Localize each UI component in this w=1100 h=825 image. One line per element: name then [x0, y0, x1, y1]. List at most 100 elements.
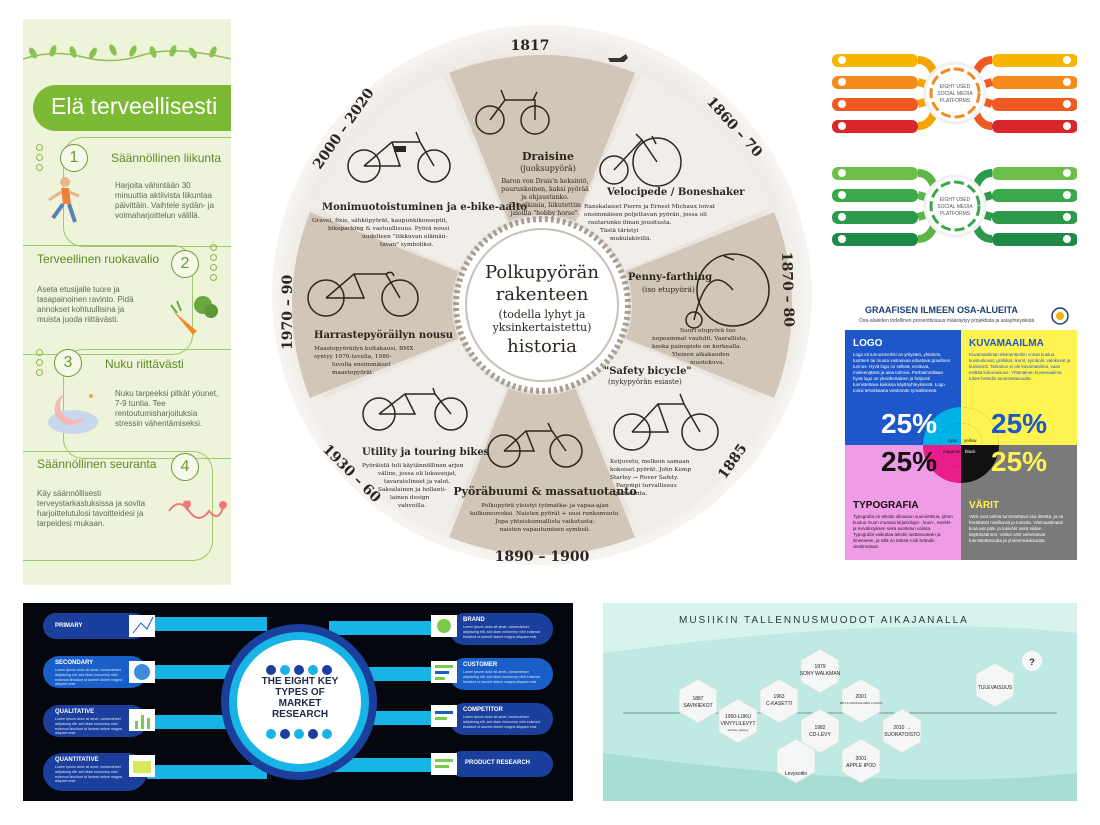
- question-mark: ?: [1029, 657, 1035, 667]
- market-label-secondary: SECONDARY: [55, 660, 94, 666]
- velocipede-text-1: ensimmäisen poljettavan pyörän, jossa ol…: [584, 212, 707, 218]
- boom-text-3: naisten vapautumisen symboli.: [500, 527, 591, 533]
- ring-yellow: yellow: [964, 438, 977, 443]
- step-title-2: Terveellinen ruokavalio: [37, 252, 160, 266]
- future-question-badge: [1022, 651, 1042, 671]
- segment-ebike: Monimuotoistuminen ja e-bike-aalto Grave…: [312, 131, 527, 248]
- warm-center-l1: EIGHT USED: [940, 84, 971, 90]
- timeline-hexagon: [975, 662, 1015, 708]
- y1982: 1982: [814, 725, 825, 731]
- dot: [210, 244, 217, 251]
- s1950: LP-levy yleistyy: [728, 728, 749, 732]
- warm-platform-icons: [838, 56, 1071, 130]
- step-number-3: 3: [54, 349, 82, 377]
- n1950: VINYYLILEVYT: [720, 721, 755, 727]
- market-label-quantitative: QUANTITATIVE: [55, 757, 99, 763]
- market-label-primary: PRIMARY: [55, 623, 83, 629]
- moon-icon: [48, 394, 98, 434]
- y2001b: 2001: [855, 756, 866, 762]
- bracket-4: [23, 451, 213, 561]
- center-line-4: yksinkertaistettu): [492, 321, 592, 334]
- step-number-4: 4: [171, 453, 199, 481]
- utility-title: Utility ja touring bikes: [362, 447, 490, 458]
- utility-text-1: väline, jossa oli lokasuojat,: [377, 471, 457, 477]
- ebike-text-3: tavan" symboliksi.: [380, 242, 434, 248]
- segment-utility: Utility ja touring bikes Pyöräistä tuli …: [362, 387, 490, 509]
- y1950: 1950-LUKU: [725, 714, 752, 720]
- safety-text-0: Ketjuveto, melkein samaan: [610, 459, 690, 465]
- market-left-rows: [43, 613, 267, 791]
- ring-black: black: [965, 449, 976, 454]
- draisine-text-4: jaloilla "hobby horse".: [509, 210, 579, 217]
- timeline-hexagon: [882, 708, 922, 754]
- n1887: SAVIKIEKOT: [683, 703, 712, 709]
- green-center-l3: PLATFORMS: [940, 211, 971, 217]
- racing-bicycle-icon: [307, 271, 419, 317]
- utility-text-2: tavaratelineet ja valot.: [384, 479, 450, 485]
- market-center-dots: [266, 665, 332, 739]
- player-label: Levysoitin: [785, 771, 807, 777]
- step-text-3: Nuku tarpeeksi pitkät yöunet, 7-9 tuntia…: [115, 389, 219, 428]
- music-timeline-infographic: MUSIIKIN TALLENNUSMUODOT AIKAJANALLA 188…: [603, 603, 1077, 801]
- safety-text-4: ja hallinta.: [615, 491, 647, 497]
- year-1890: 1890 – 1900: [495, 549, 590, 565]
- market-body-quantitative: Lorem ipsum dolor sit amet, consectetuer…: [55, 765, 122, 784]
- safety-text-1: kokoiset pyörät. John Kemp: [610, 467, 691, 473]
- vine-decoration: [23, 44, 231, 62]
- penny-title: Penny-farthing: [628, 272, 712, 283]
- graphic-subtitle: Osa-alueiden todellinen prosenttiosuus m…: [859, 318, 1035, 324]
- center-line-1: Polkupyörän: [485, 262, 599, 283]
- boom-text-1: kulkuneuvoksi. Naisten pyörät + uusi run…: [470, 511, 620, 517]
- dot: [210, 264, 217, 271]
- velocipede-text-0: Ranskalaiset Pierre ja Ernest Michaux lo…: [584, 204, 716, 210]
- y1963: 1963: [773, 694, 784, 700]
- utility-text-0: Pyöräistä tuli käytännöllinen arjen: [362, 463, 464, 469]
- draisine-sub: (juoksupyörä): [520, 164, 576, 173]
- step-title-4: Säännöllinen seuranta: [37, 457, 157, 471]
- pct-logo: 25%: [881, 408, 938, 439]
- n1979: SONY WALKMAN: [800, 671, 841, 677]
- ebike-text-2: uudelleen "liikkuvan elämän-: [362, 234, 447, 240]
- market-research-infographic: THE EIGHT KEY TYPES OF MARKET RESEARCH P…: [23, 603, 573, 801]
- market-body-secondary: Lorem ipsum dolor sit amet, consectetuer…: [55, 668, 122, 687]
- warm-center-l3: PLATFORMS: [940, 98, 971, 104]
- market-center-title: THE EIGHT KEY TYPES OF MARKET RESEARCH: [260, 676, 340, 720]
- market-center-line-4: RESEARCH: [271, 709, 329, 720]
- timeline-hexagon: [800, 648, 840, 694]
- penny-text-3: Yleinen aikakauden: [671, 352, 730, 358]
- market-right-rows: [329, 613, 553, 777]
- segment-draisine: Draisine (juoksupyörä) Baron von Drais'n…: [475, 89, 589, 217]
- market-svg: [43, 613, 553, 791]
- bracket-3: [63, 349, 231, 459]
- step-title-3: Nuku riittävästi: [105, 357, 184, 371]
- health-banner: Elä terveellisesti: [33, 85, 231, 131]
- market-label-customer: CUSTOMER: [463, 662, 498, 668]
- city-bicycle-icon: [487, 422, 583, 468]
- dot: [36, 164, 43, 171]
- n2001b: APPLE IPOD: [846, 763, 876, 769]
- wheel-segment: [449, 388, 635, 556]
- kuva-body: Kuvamaailman elementteihin voivat kuulua…: [969, 352, 1071, 381]
- utility-text-4: lainen design: [390, 495, 430, 501]
- safety-sub: (nykypyörän esiaste): [608, 378, 682, 386]
- y2001a: 2001: [855, 694, 866, 700]
- segment-velocipede: Velocipede / Boneshaker Ranskalaiset Pie…: [584, 133, 745, 242]
- wheel-segment: [577, 340, 772, 535]
- logo-heading: LOGO: [853, 338, 883, 349]
- hobby-text-2: luvulla ensimmäiset: [332, 362, 391, 368]
- timeline-hexagon: [841, 678, 881, 724]
- center-line-2: rakenteen: [496, 284, 589, 305]
- boom-text-2: Jopa yhteiskunnallista vaikutusta:: [494, 519, 594, 525]
- draisine-title: Draisine: [522, 150, 574, 163]
- dot: [210, 274, 217, 281]
- graphic-identity-infographic: GRAAFISEN ILMEEN OSA-ALUEITA Osa-alueide…: [845, 300, 1077, 560]
- penny-text-1: nopeammat vauhdit. Vaarallista,: [652, 336, 747, 342]
- step-text-1: Harjoita vähintään 30 minuuttia aktiivis…: [115, 181, 215, 220]
- bracket-2: [23, 245, 193, 355]
- safety-title: "Safety bicycle": [604, 366, 692, 377]
- step-title-1: Säännöllinen liikunta: [111, 151, 222, 165]
- dot: [36, 154, 43, 161]
- warm-center-l2: SOCIAL MEDIA: [937, 91, 973, 97]
- n1982: CD-LEVY: [809, 732, 831, 738]
- pointing-hand-icon: [608, 54, 628, 62]
